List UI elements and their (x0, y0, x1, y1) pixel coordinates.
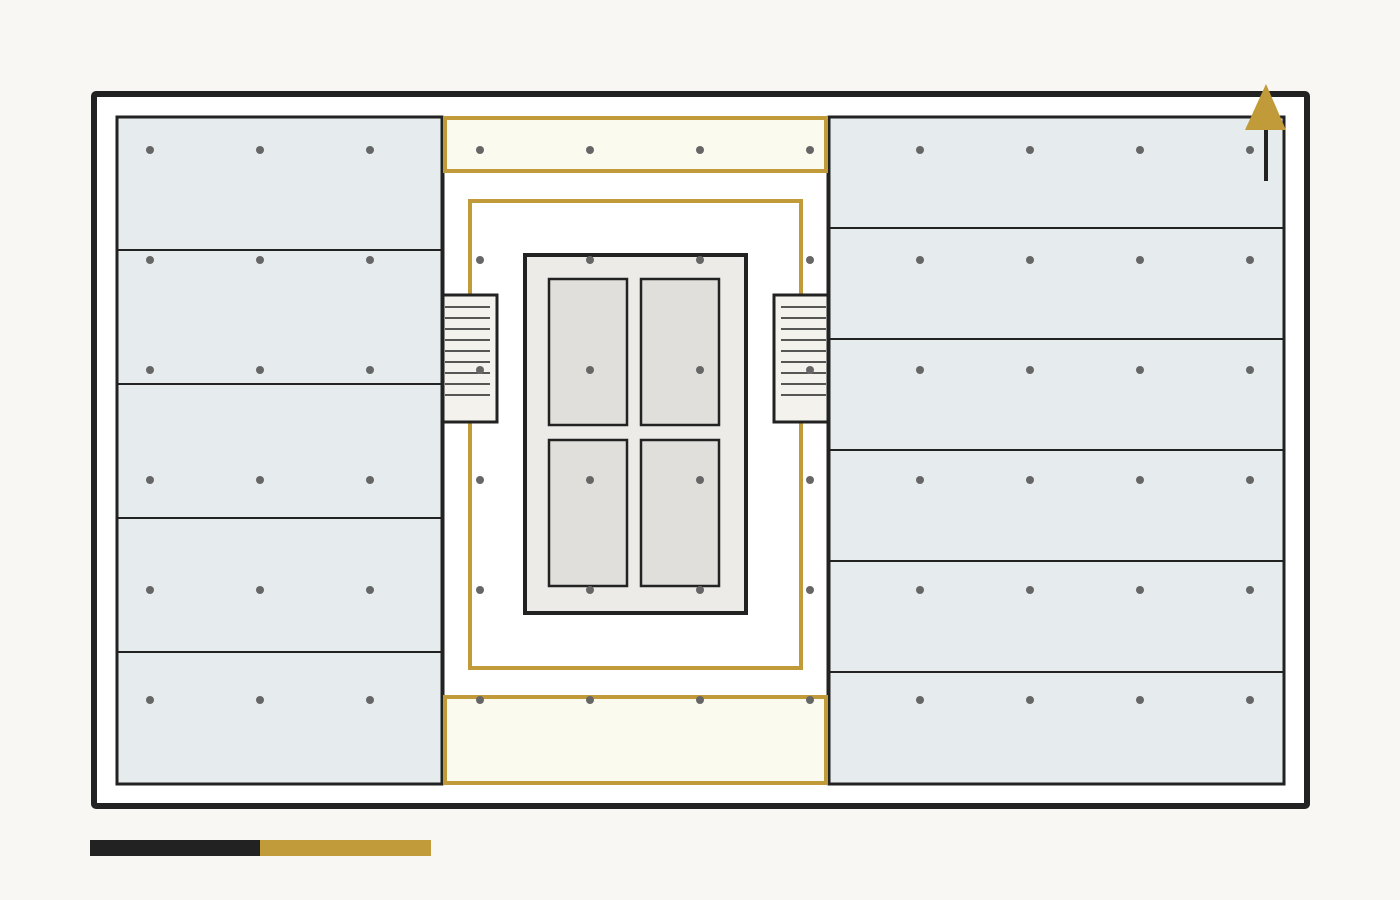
structural-column (1246, 256, 1254, 264)
structural-column (586, 146, 594, 154)
structural-column (366, 256, 374, 264)
structural-column (916, 586, 924, 594)
elevator-shaft (639, 438, 721, 588)
structural-column (256, 256, 264, 264)
structural-column (806, 476, 814, 484)
north-arrow-icon (1245, 84, 1286, 181)
scale-bar-segment-accent (260, 840, 431, 856)
structural-column (256, 146, 264, 154)
structural-column (806, 146, 814, 154)
structural-column (696, 366, 704, 374)
structural-column (146, 366, 154, 374)
structural-column (366, 366, 374, 374)
meeting-room-south (443, 695, 828, 785)
structural-column (1246, 586, 1254, 594)
structural-column (1026, 366, 1034, 374)
structural-column (806, 366, 814, 374)
structural-column (1246, 146, 1254, 154)
structural-column (1026, 256, 1034, 264)
structural-column (256, 366, 264, 374)
structural-column (146, 696, 154, 704)
structural-column (256, 696, 264, 704)
structural-column (1136, 586, 1144, 594)
structural-column (1026, 146, 1034, 154)
stair-east (772, 293, 830, 424)
structural-column (1026, 586, 1034, 594)
structural-column (146, 586, 154, 594)
structural-column (806, 696, 814, 704)
structural-column (696, 256, 704, 264)
structural-column (586, 696, 594, 704)
scale-bar-segment-dark (90, 840, 260, 856)
structural-column (366, 586, 374, 594)
structural-column (476, 256, 484, 264)
elevator-shaft (547, 438, 629, 588)
structural-column (1246, 696, 1254, 704)
structural-column (806, 586, 814, 594)
structural-column (366, 146, 374, 154)
structural-column (916, 366, 924, 374)
structural-column (1026, 476, 1034, 484)
structural-column (256, 476, 264, 484)
structural-column (366, 696, 374, 704)
structural-column (696, 476, 704, 484)
structural-column (1136, 696, 1144, 704)
structural-column (476, 146, 484, 154)
structural-column (256, 586, 264, 594)
structural-column (476, 696, 484, 704)
structural-column (586, 366, 594, 374)
structural-column (916, 696, 924, 704)
structural-column (476, 476, 484, 484)
meeting-room-north (443, 116, 828, 173)
column-grid (146, 146, 1254, 704)
structural-column (476, 366, 484, 374)
structural-column (916, 146, 924, 154)
structural-column (1136, 476, 1144, 484)
structural-column (1136, 366, 1144, 374)
structural-column (146, 256, 154, 264)
right-wing (827, 115, 1286, 786)
structural-column (696, 696, 704, 704)
structural-column (696, 586, 704, 594)
structural-column (366, 476, 374, 484)
north-arrow-head (1245, 84, 1286, 130)
stair-east-outline (772, 293, 830, 424)
structural-column (146, 146, 154, 154)
stair-west-outline (441, 293, 499, 424)
structural-column (916, 476, 924, 484)
elevator-shaft (547, 277, 629, 427)
stair-west (441, 293, 499, 424)
structural-column (696, 146, 704, 154)
structural-column (1026, 696, 1034, 704)
left-wing (115, 115, 444, 786)
structural-column (586, 586, 594, 594)
structural-column (1136, 146, 1144, 154)
structural-column (476, 586, 484, 594)
structural-column (806, 256, 814, 264)
elevator-shaft (639, 277, 721, 427)
core-zone-outline (468, 199, 803, 670)
structural-column (1246, 476, 1254, 484)
structural-column (916, 256, 924, 264)
structural-column (1246, 366, 1254, 374)
left-wing-outline (115, 115, 444, 786)
structural-column (1136, 256, 1144, 264)
structural-column (586, 256, 594, 264)
scale-bar-icon (90, 840, 431, 856)
structural-column (586, 476, 594, 484)
structural-column (146, 476, 154, 484)
